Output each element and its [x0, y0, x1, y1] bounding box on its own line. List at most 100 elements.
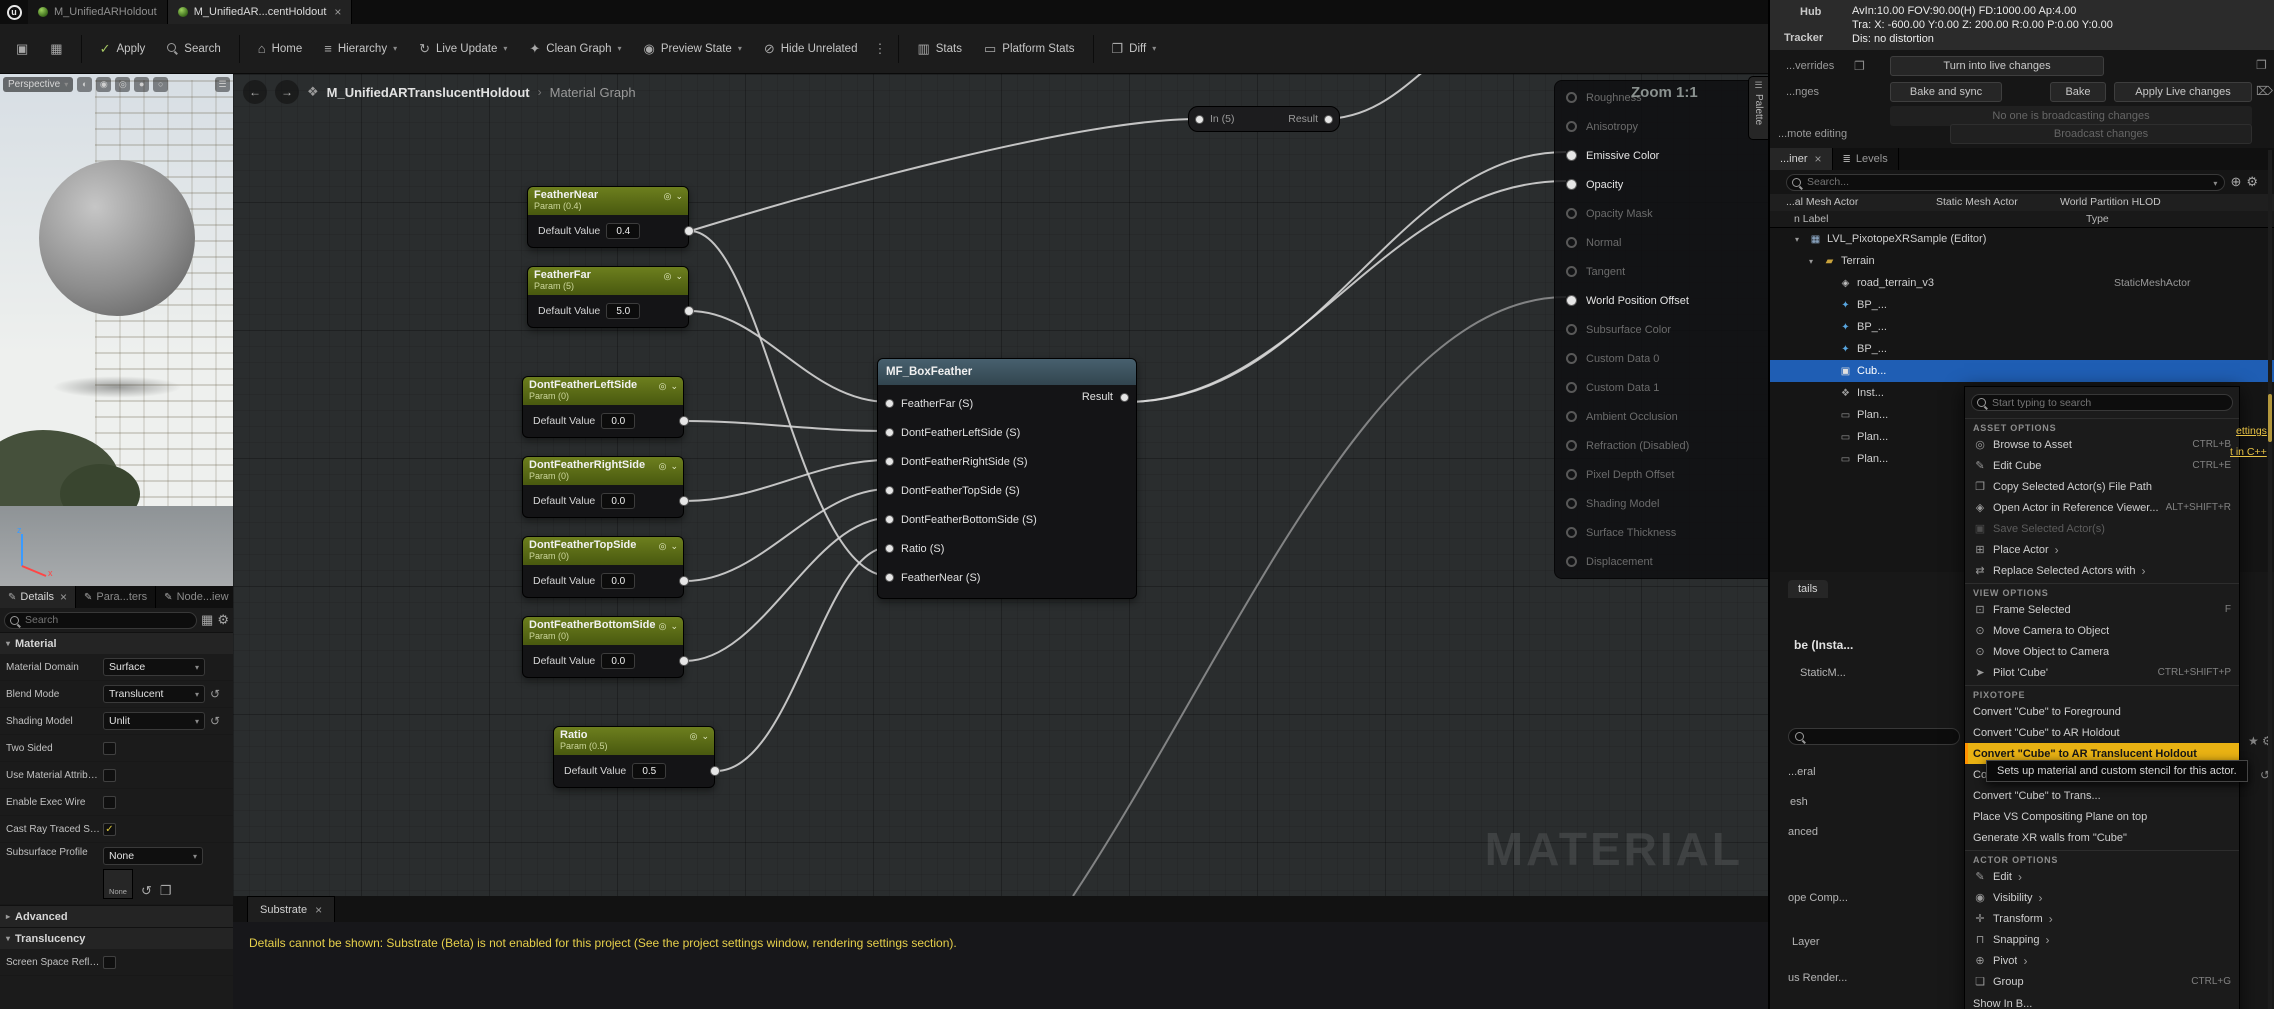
attribute-pin[interactable]	[1566, 208, 1577, 219]
hierarchy-button[interactable]: ≡Hierarchy▾	[324, 41, 398, 56]
apply-button[interactable]: ✓Apply	[99, 40, 146, 56]
reset-to-default-icon[interactable]: ↺	[210, 687, 221, 701]
context-menu-item[interactable]: Show In B...	[1973, 998, 2033, 1009]
palette-tab[interactable]: ☰Palette	[1748, 76, 1768, 140]
outliner-row[interactable]: ✦ BP_...	[1770, 338, 2274, 360]
context-menu-item[interactable]: Convert "Cube" to Trans...	[1973, 789, 2101, 802]
search-button[interactable]: Search	[159, 37, 228, 61]
outliner-search-input[interactable]	[1786, 173, 2226, 191]
turn-into-live-changes-button[interactable]: Turn into live changes	[1890, 56, 2104, 76]
close-icon[interactable]: ×	[1814, 152, 1822, 166]
attribute-pin[interactable]	[1566, 440, 1577, 451]
asset-tab-translucent-holdout[interactable]: M_UnifiedAR...centHoldout ×	[167, 0, 353, 24]
attribute-pin[interactable]	[1566, 382, 1577, 393]
section-advanced[interactable]: ▸Advanced	[0, 905, 233, 927]
collapse-chevron-icon[interactable]: ⌄	[670, 461, 678, 471]
context-menu-item[interactable]: Place VS Compositing Plane on top	[1973, 810, 2148, 823]
material-attribute-pin-row[interactable]: Refraction (Disabled)	[1555, 431, 1768, 460]
reset-to-default-icon[interactable]: ↺	[210, 714, 221, 728]
column-item-label[interactable]: n Label	[1794, 213, 1829, 225]
value-input[interactable]: 0.0	[601, 493, 636, 509]
material-attribute-pin-row[interactable]: Tangent	[1555, 257, 1768, 286]
value-input[interactable]: 0.0	[601, 413, 636, 429]
expander-icon[interactable]: ▾	[1795, 234, 1800, 244]
back-button[interactable]: ←	[243, 80, 267, 104]
checkbox[interactable]	[103, 741, 116, 755]
output-pin[interactable]	[684, 306, 694, 316]
outliner-row[interactable]: ✦ BP_...	[1770, 316, 2274, 338]
context-menu-item[interactable]: ⊡ Frame Selected F	[1965, 599, 2239, 620]
checkbox[interactable]	[103, 955, 116, 969]
preview-viewport[interactable]: z x Perspective▾ ◐ ◉ ◎ ● ○ ☰	[0, 74, 233, 586]
tab-outliner[interactable]: ...iner×	[1770, 148, 1833, 170]
context-menu-item[interactable]: Generate XR walls from "Cube"	[1973, 831, 2127, 844]
filter-chevron-icon[interactable]: ▾	[2213, 178, 2218, 188]
collapse-chevron-icon[interactable]: ⌄	[675, 271, 683, 281]
material-attribute-pin-row[interactable]: Displacement	[1555, 547, 1768, 576]
material-attribute-pin-row[interactable]: Custom Data 0	[1555, 344, 1768, 373]
tab-levels[interactable]: ≣Levels	[1833, 148, 1899, 170]
value-input[interactable]: 0.4	[606, 223, 641, 239]
material-attribute-pin-row[interactable]: Ambient Occlusion	[1555, 402, 1768, 431]
external-link-icon[interactable]: ❐	[1854, 59, 1865, 73]
context-menu-item[interactable]: ❏ Group CTRL+G	[1965, 971, 2239, 992]
details-search-fragment[interactable]	[1788, 728, 1960, 745]
attribute-pin[interactable]	[1566, 92, 1577, 103]
home-button[interactable]: ⌂Home	[257, 41, 303, 56]
attribute-pin[interactable]	[1566, 266, 1577, 277]
attribute-pin[interactable]	[1566, 295, 1577, 306]
material-attribute-pin-row[interactable]: Custom Data 1	[1555, 373, 1768, 402]
view-mode-dropdown[interactable]: ◐	[77, 76, 93, 92]
material-attribute-pin-row[interactable]: World Position Offset	[1555, 286, 1768, 315]
close-icon[interactable]: ×	[315, 902, 323, 917]
tab-details[interactable]: ✎Details×	[0, 586, 77, 608]
input-pin[interactable]	[885, 486, 894, 495]
context-menu-item[interactable]: ✛ Transform ›	[1965, 908, 2239, 929]
collapse-chevron-icon[interactable]: ⌄	[675, 191, 683, 201]
subsurface-dropdown[interactable]: None▾	[103, 847, 203, 865]
bake-and-sync-button[interactable]: Bake and sync	[1890, 82, 2002, 102]
details-search-input[interactable]	[4, 611, 198, 629]
context-menu-item[interactable]: ⊕ Pivot ›	[1965, 950, 2239, 971]
asset-tab-holdout[interactable]: M_UnifiedARHoldout	[28, 0, 168, 24]
attribute-pin[interactable]	[1566, 179, 1577, 190]
output-pin[interactable]	[679, 576, 689, 586]
context-menu-item[interactable]: ▣ Save Selected Actor(s)	[1974, 522, 2105, 536]
outliner-row[interactable]: ◈ road_terrain_v3 StaticMeshActor	[1770, 272, 2274, 294]
context-menu-item[interactable]: ✎ Edit ›	[1965, 866, 2239, 887]
asset-thumbnail[interactable]: None	[103, 869, 133, 899]
attribute-pin[interactable]	[1566, 411, 1577, 422]
material-attribute-pin-row[interactable]: Shading Model	[1555, 489, 1768, 518]
delete-icon[interactable]: ⌦	[2256, 84, 2273, 98]
material-graph-canvas[interactable]: ← → ❖ M_UnifiedARTranslucentHoldout › Ma…	[233, 74, 1768, 896]
edit-in-cpp-link-fragment[interactable]: t in C++	[2230, 446, 2267, 458]
shape-plane-icon[interactable]: ○	[153, 76, 169, 92]
context-menu-item[interactable]: ◉ Visibility ›	[1965, 887, 2239, 908]
broadcast-changes-button[interactable]: Broadcast changes	[1950, 124, 2252, 144]
scrollbar-thumb[interactable]	[2268, 394, 2272, 442]
attribute-pin[interactable]	[1566, 121, 1577, 132]
close-icon[interactable]: ×	[334, 5, 342, 19]
outliner-row[interactable]: ▭ Plan...	[1840, 431, 1889, 443]
dropdown[interactable]: Translucent▾	[103, 685, 205, 703]
gear-icon[interactable]: ⚙	[217, 612, 229, 627]
context-menu-item[interactable]: Convert "Cube" to AR Translucent Holdout	[1965, 743, 2239, 764]
input-pin[interactable]	[885, 428, 894, 437]
material-attribute-pin-row[interactable]: Normal	[1555, 228, 1768, 257]
output-pin[interactable]	[679, 656, 689, 666]
copy-icon[interactable]: ❐	[159, 883, 172, 898]
collapsed-node[interactable]: In (5) Result	[1188, 106, 1340, 132]
input-pin[interactable]	[885, 573, 894, 582]
menu-search-input[interactable]	[1971, 394, 2233, 411]
input-pin[interactable]	[885, 515, 894, 524]
expander-icon[interactable]: ▾	[1809, 256, 1814, 266]
use-selected-icon[interactable]: ↺	[141, 883, 152, 898]
save-button[interactable]: ▣	[8, 35, 36, 63]
attribute-pin[interactable]	[1566, 150, 1577, 161]
diff-button[interactable]: ❐Diff▾	[1111, 40, 1157, 56]
material-attribute-pin-row[interactable]: Emissive Color	[1555, 141, 1768, 170]
